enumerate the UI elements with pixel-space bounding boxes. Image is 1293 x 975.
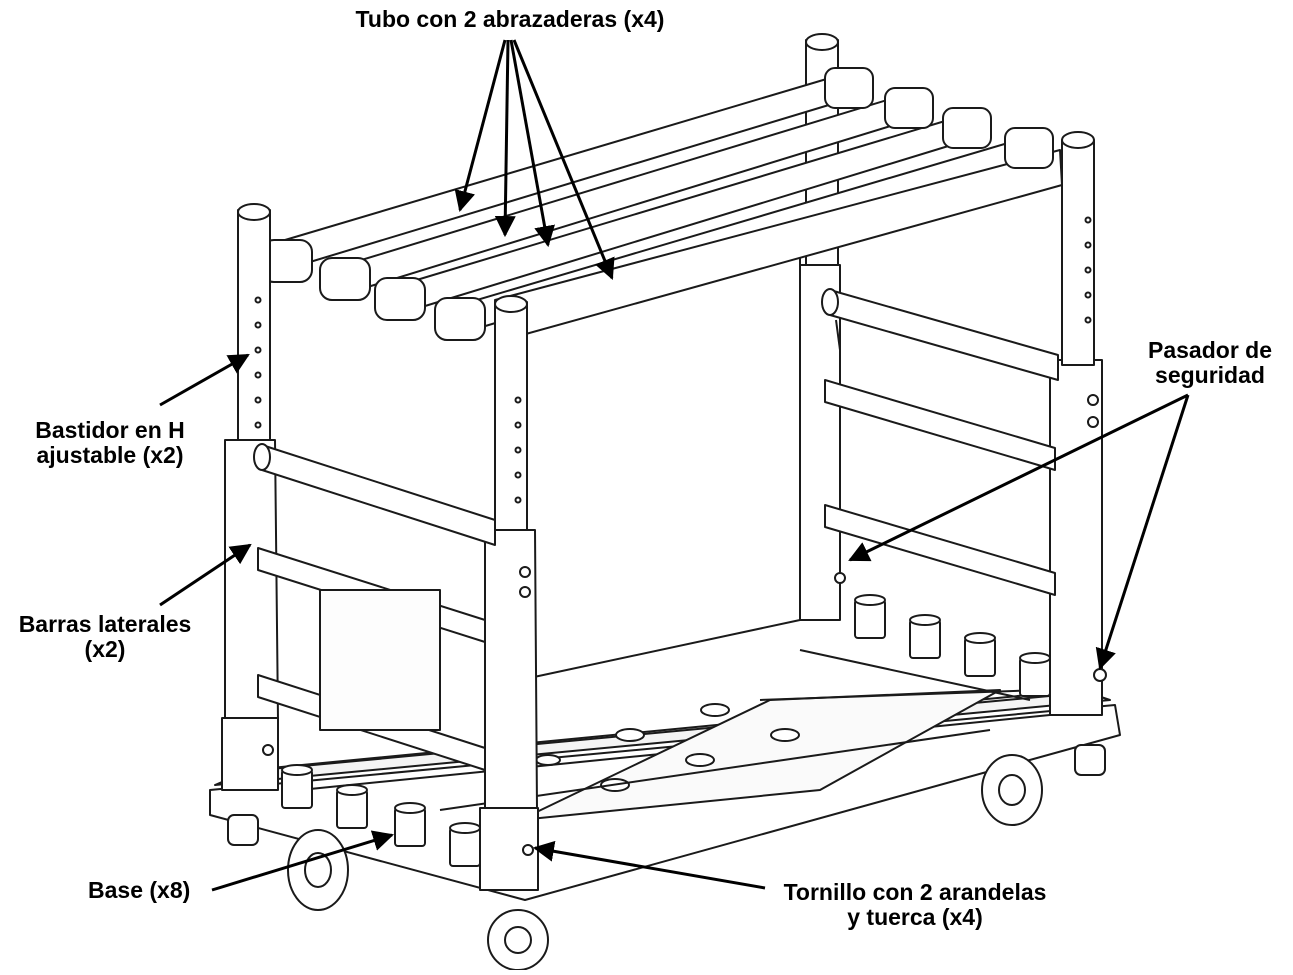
pasador-arrow-1 [848, 393, 1189, 562]
label-tornillo-line-1: Tornillo con 2 arandelas [783, 879, 1047, 905]
tubo-arrow-4 [512, 39, 615, 280]
bastidor-arrow [159, 353, 250, 407]
tornillo-arrow [532, 840, 766, 890]
label-barras: Barras laterales (x2) [0, 612, 210, 662]
label-pasador: Pasador de seguridad [1130, 338, 1290, 388]
left-h-frame [221, 203, 1092, 891]
label-tubo-text: Tubo con 2 abrazaderas (x4) [355, 6, 665, 32]
base-frame [209, 649, 1121, 901]
top-tubes [261, 67, 1063, 343]
tubo-arrow-1 [454, 39, 507, 213]
tubo-arrow-3 [509, 39, 555, 248]
label-bastidor-line-2: ajustable (x2) [36, 442, 184, 468]
base-arrow [211, 830, 395, 892]
label-barras-line-2: (x2) [84, 636, 126, 662]
label-barras-line-1: Barras laterales [18, 611, 192, 637]
label-base-text: Base (x8) [88, 877, 191, 903]
pasador-arrow-2 [1095, 394, 1190, 670]
base-cups [281, 594, 1051, 867]
barras-arrow [159, 543, 252, 607]
label-bastidor-line-1: Bastidor en H [35, 417, 185, 443]
label-base: Base (x8) [88, 878, 190, 903]
label-pasador-line-1: Pasador de [1148, 337, 1272, 363]
tubo-arrow-2 [494, 39, 516, 238]
callout-arrows [159, 39, 1190, 892]
label-tornillo-line-2: y tuerca (x4) [847, 904, 983, 930]
label-bastidor: Bastidor en H ajustable (x2) [10, 418, 210, 468]
label-tornillo: Tornillo con 2 arandelas y tuerca (x4) [765, 880, 1065, 930]
label-pasador-line-2: seguridad [1155, 362, 1265, 388]
label-tubo: Tubo con 2 abrazaderas (x4) [300, 7, 720, 32]
